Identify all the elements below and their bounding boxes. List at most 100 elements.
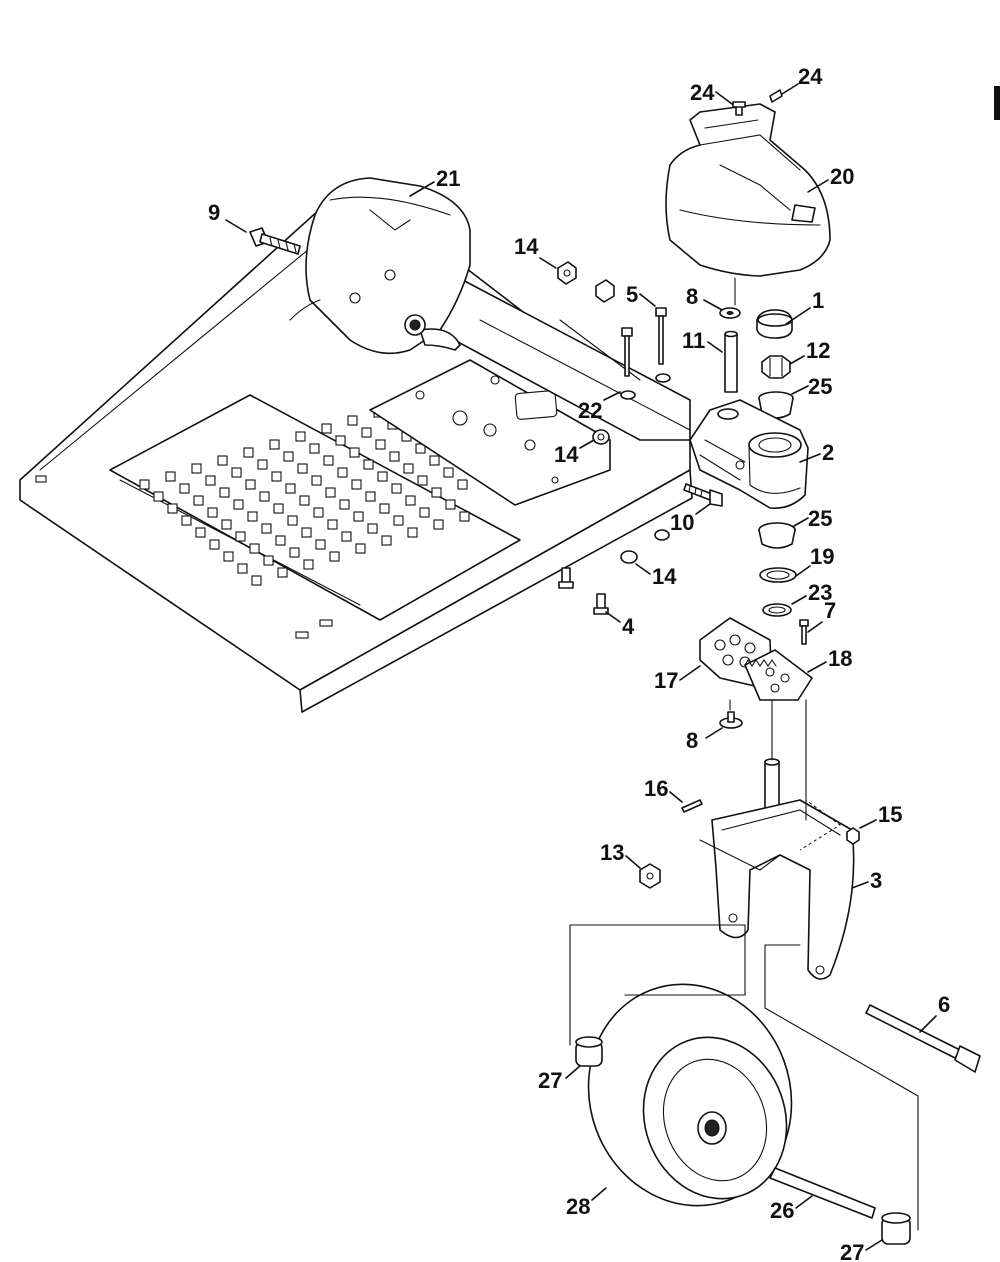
- perforation: [217, 455, 228, 466]
- bolt-7: [799, 619, 809, 645]
- perforation: [285, 483, 296, 494]
- page-edge-mark: [994, 86, 1000, 120]
- perforation: [283, 451, 294, 462]
- callout-label: 8: [686, 284, 698, 309]
- perforation: [223, 551, 234, 562]
- perforation: [191, 463, 202, 474]
- left-caster-shroud: [289, 177, 471, 355]
- callout-label: 17: [654, 668, 678, 693]
- perforation: [443, 467, 454, 478]
- perforation: [301, 527, 312, 538]
- perforation: [287, 515, 298, 526]
- wheel-28: [587, 983, 793, 1207]
- callout-label: 14: [554, 442, 579, 467]
- perforation: [243, 447, 254, 458]
- callout-label: 6: [938, 992, 950, 1017]
- bolt-4: [558, 567, 609, 615]
- callout-label: 12: [806, 338, 830, 363]
- callout-label: 28: [566, 1194, 590, 1219]
- perforation: [315, 539, 326, 550]
- perforation: [363, 459, 374, 470]
- perforation: [337, 467, 348, 478]
- perforation: [261, 523, 272, 534]
- spacer-11: [724, 330, 738, 393]
- perforation: [167, 503, 178, 514]
- perforation: [273, 503, 284, 514]
- perforation: [139, 479, 150, 490]
- bolt-5: [655, 307, 667, 365]
- bolt-10: [683, 483, 723, 507]
- callout-label: 25: [808, 506, 832, 531]
- callout-label: 24: [798, 64, 823, 89]
- callout-label: 22: [578, 398, 602, 423]
- perforation: [323, 455, 334, 466]
- perforation: [249, 543, 260, 554]
- callout-label: 8: [686, 728, 698, 753]
- perforation: [391, 483, 402, 494]
- perforation: [235, 531, 246, 542]
- perforation: [361, 427, 372, 438]
- perforation: [233, 499, 244, 510]
- perforation: [209, 539, 220, 550]
- perforation: [457, 479, 468, 490]
- nut-14-top: [557, 261, 577, 285]
- perforation: [459, 511, 470, 522]
- perforation: [297, 463, 308, 474]
- perforation: [329, 551, 340, 562]
- perforation: [311, 475, 322, 486]
- spacer-27-right: [881, 1212, 911, 1245]
- perforation: [231, 467, 242, 478]
- caster-housing-2: [689, 399, 809, 510]
- washer-23: [762, 603, 792, 617]
- perforation: [309, 443, 320, 454]
- callout-label: 4: [622, 614, 635, 639]
- nut-14-second: [595, 279, 615, 303]
- washer-8-lower: [719, 711, 743, 729]
- assembly-lines: [569, 277, 919, 1231]
- perforation: [405, 495, 416, 506]
- perforation: [375, 439, 386, 450]
- perforation: [295, 431, 306, 442]
- perforation: [403, 463, 414, 474]
- perforation: [353, 511, 364, 522]
- perforation: [179, 483, 190, 494]
- perforation: [251, 575, 262, 586]
- seal-19: [759, 567, 797, 583]
- perforation: [181, 515, 192, 526]
- callout-label: 14: [652, 564, 677, 589]
- perforation: [325, 487, 336, 498]
- perforation: [277, 567, 288, 578]
- perforation: [275, 535, 286, 546]
- callout-label: 18: [828, 646, 852, 671]
- bolt-9: [249, 227, 301, 255]
- perforation: [381, 535, 392, 546]
- perforation: [313, 507, 324, 518]
- plate-18: [744, 649, 813, 701]
- callout-label: 26: [770, 1198, 794, 1223]
- nut-15: [846, 827, 860, 845]
- callout-label: 2: [822, 440, 834, 465]
- perforation: [417, 475, 428, 486]
- perforation: [419, 507, 430, 518]
- perforation: [207, 507, 218, 518]
- perforation: [389, 451, 400, 462]
- perforation: [165, 471, 176, 482]
- perforation: [263, 555, 274, 566]
- perforation: [407, 527, 418, 538]
- perforation: [299, 495, 310, 506]
- perforation: [351, 479, 362, 490]
- perforation: [221, 519, 232, 530]
- perforation: [269, 439, 280, 450]
- caster-fork-3: [699, 758, 855, 980]
- callout-label: 10: [670, 510, 694, 535]
- perforation: [379, 503, 390, 514]
- perforation: [257, 459, 268, 470]
- axle-bolt-6: [865, 1004, 981, 1073]
- callout-label: 23: [808, 580, 832, 605]
- mower-frame: [19, 195, 693, 713]
- spacer-27-left: [575, 1036, 603, 1067]
- callout-label: 25: [808, 374, 832, 399]
- perforation: [355, 543, 366, 554]
- perforation: [195, 527, 206, 538]
